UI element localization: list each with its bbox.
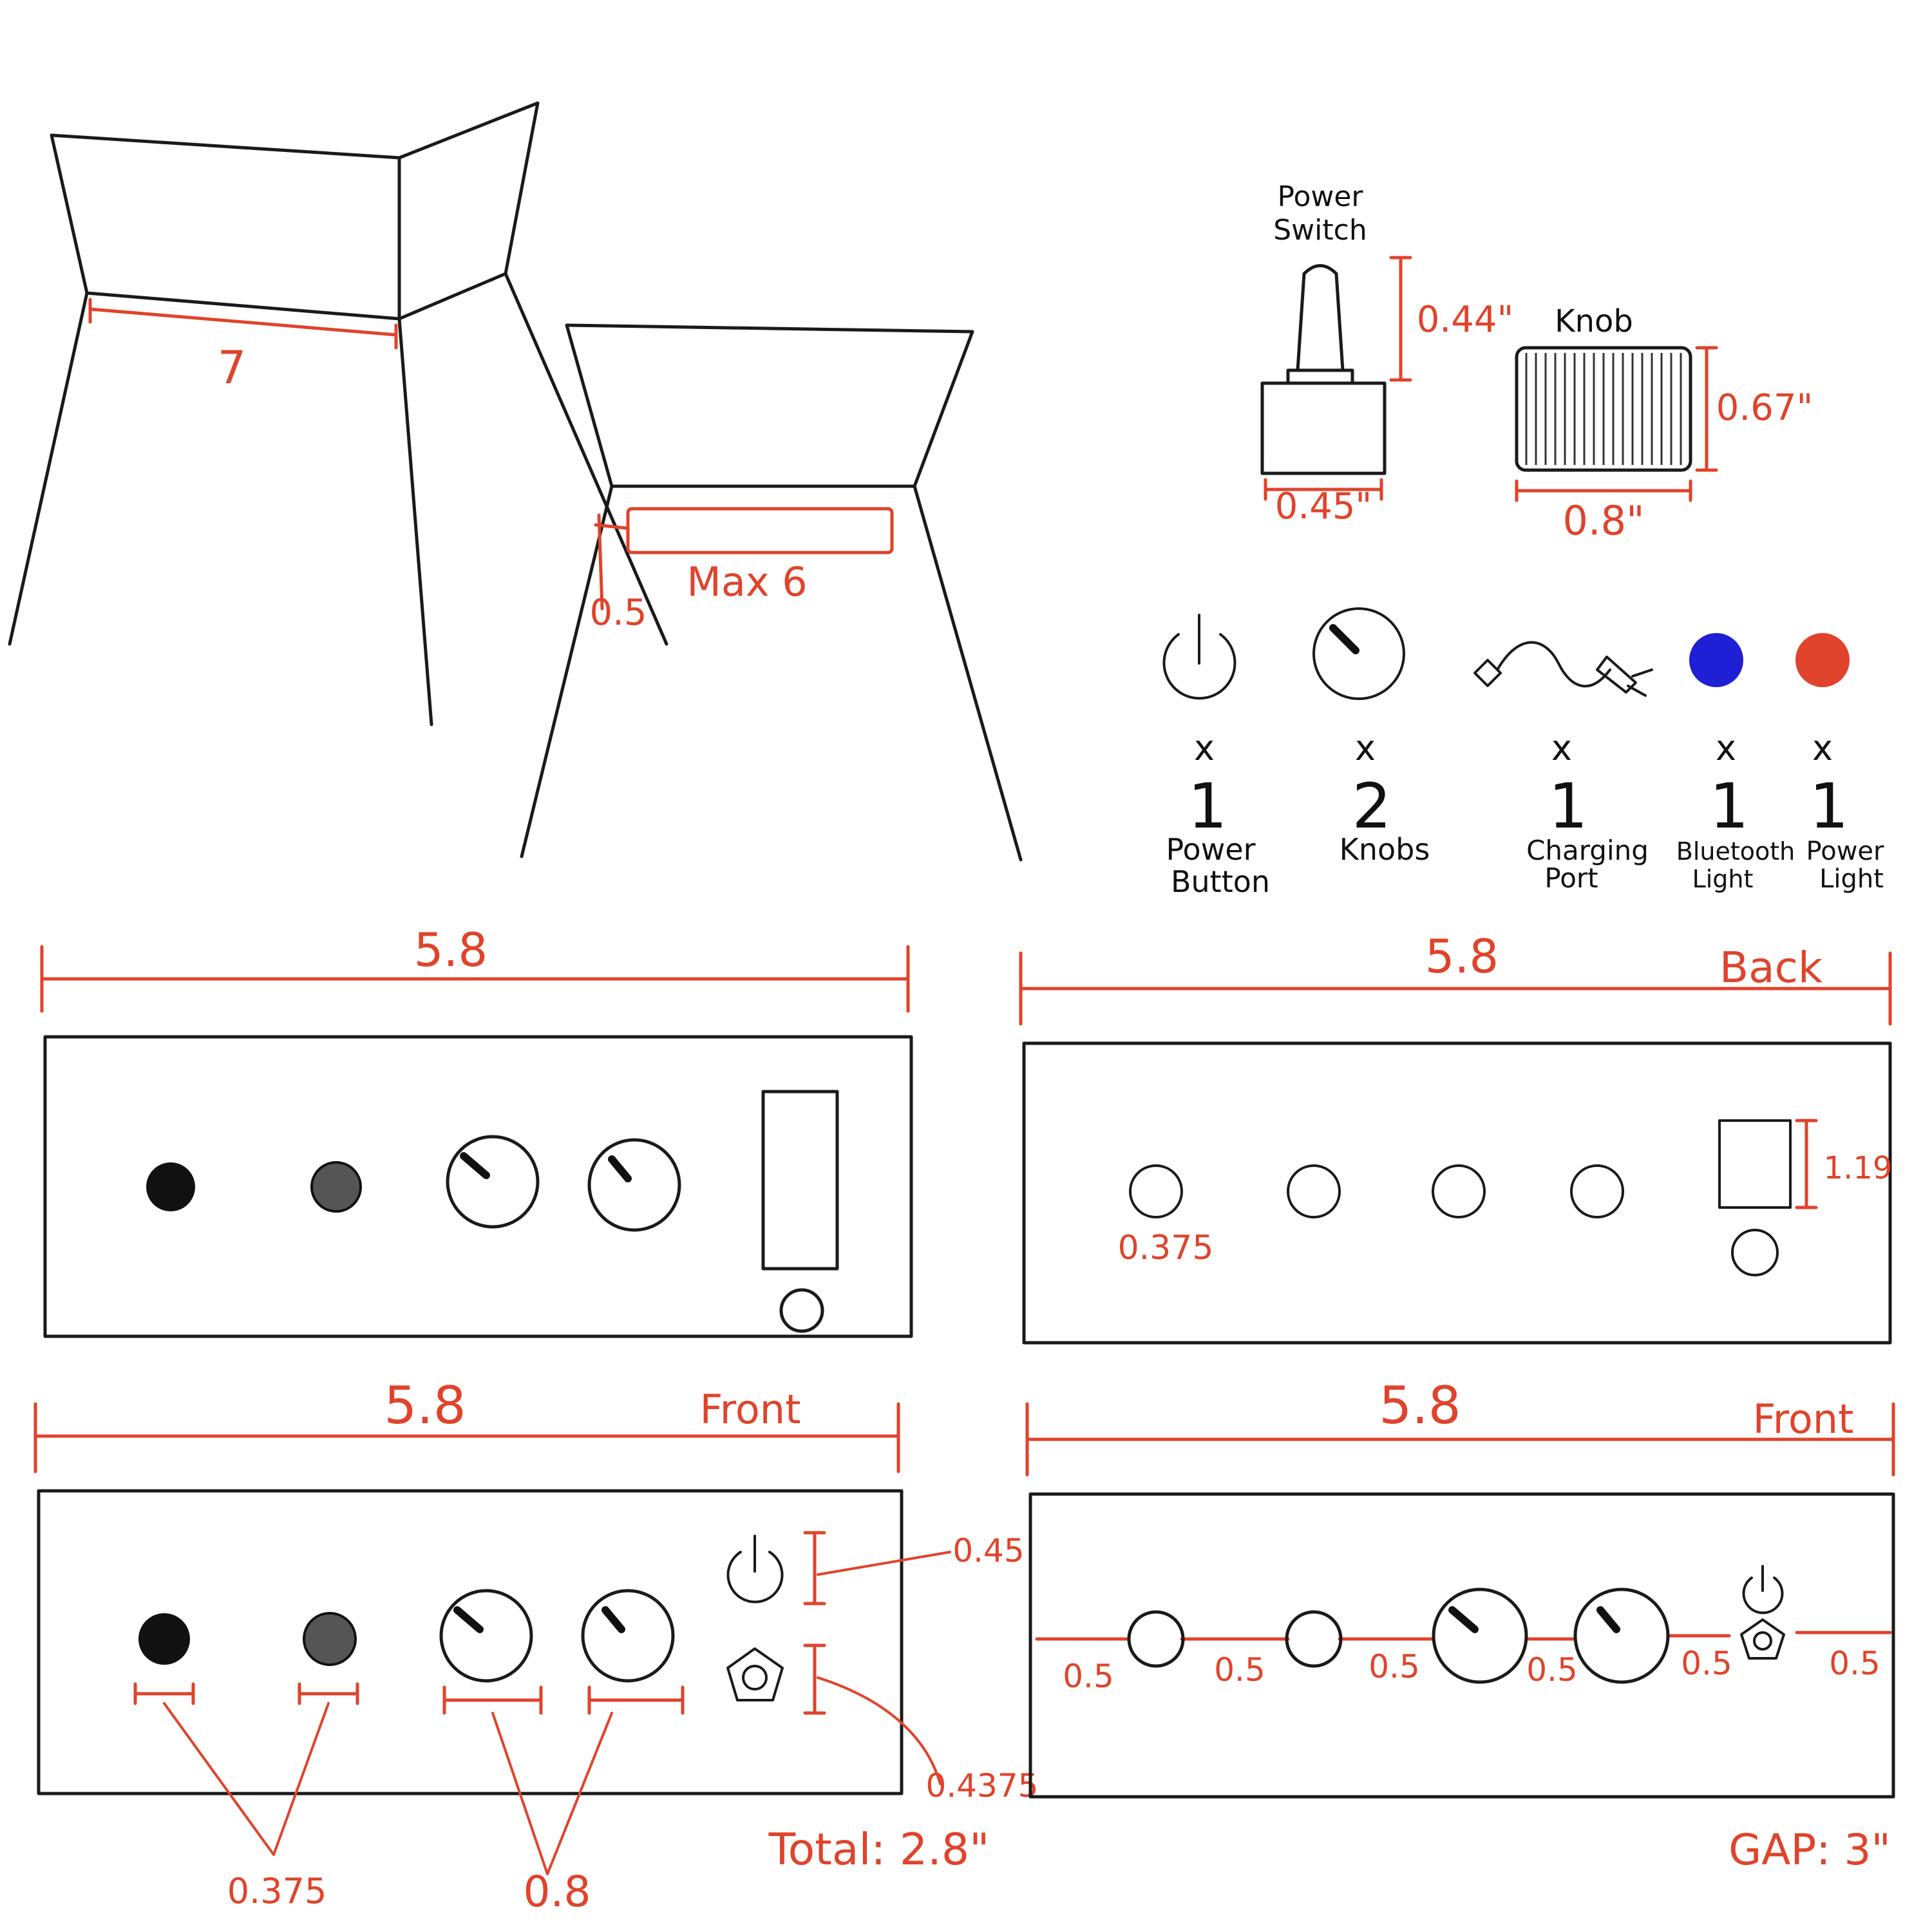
panel-side-label: Front <box>700 1386 801 1433</box>
enclosure-sketch-left: 7 <box>8 101 668 726</box>
panel-width-label: 5.8 <box>414 923 488 977</box>
gap-label: 0.5 <box>1368 1648 1420 1685</box>
hole <box>1129 1164 1183 1218</box>
panel-outline <box>1022 1041 1892 1345</box>
knob-height-label: 0.67" <box>1716 387 1813 429</box>
knob-hole <box>587 1138 681 1232</box>
part-qty: 2 <box>1352 770 1391 842</box>
jack-nut <box>726 1647 784 1701</box>
part-label: Power <box>1166 832 1255 867</box>
part-qty: 1 <box>1548 770 1587 842</box>
knob-hole <box>446 1135 540 1229</box>
part-qty: 1 <box>1188 770 1227 842</box>
charging-port-hole <box>138 1613 190 1665</box>
panel-outline <box>1028 1492 1895 1799</box>
part-label: Charging <box>1526 835 1649 866</box>
part-label: Button <box>1171 864 1270 899</box>
power-button-symbol <box>1742 1565 1784 1615</box>
panel-bottom-right: 5.8 Front 0.5 0.5 0.5 0.5 0.5 0.5 GAP: 3… <box>1025 1376 1895 1875</box>
part-qty: 1 <box>1709 770 1748 842</box>
part-label: Port <box>1544 862 1598 894</box>
switch-height-label: 0.44" <box>1417 299 1513 341</box>
gap-label: 0.5 <box>1829 1645 1880 1682</box>
knob-hole <box>581 1589 675 1683</box>
part-multiplier: x <box>1716 728 1736 768</box>
part-label: Light <box>1692 865 1754 893</box>
knob-width-label: 0.8" <box>1562 497 1644 544</box>
power-light-hole <box>779 1288 824 1333</box>
enclosure-sketch-front: Max 6 0.5 <box>520 323 1023 862</box>
panel-top-right: 5.8 Back 1.19 0.375 <box>1019 929 1893 1345</box>
red-light-icon <box>1795 633 1850 687</box>
part-label: Light <box>1819 864 1884 894</box>
part-label: Power <box>1806 837 1884 866</box>
panel-outline <box>43 1035 913 1338</box>
knob-width-label: 0.8 <box>524 1867 591 1917</box>
charging-port-hole <box>1127 1610 1185 1668</box>
panel-width-label: 5.8 <box>384 1376 466 1435</box>
hole-diameter-label: 0.375 <box>1118 1229 1214 1267</box>
part-multiplier: x <box>1194 728 1215 768</box>
switch-body <box>1260 381 1387 475</box>
knob-hole <box>1573 1587 1670 1684</box>
width-dimension <box>88 298 398 350</box>
gap-label: 0.5 <box>1214 1651 1265 1689</box>
part-multiplier: x <box>1551 728 1572 768</box>
gap-label: 0.5 <box>1526 1651 1578 1689</box>
total-label: Total: 2.8" <box>768 1824 990 1875</box>
plug-icon <box>1473 641 1653 697</box>
gap-total-label: GAP: 3" <box>1728 1825 1891 1875</box>
hole <box>1287 1164 1341 1218</box>
part-qty: 1 <box>1809 770 1848 842</box>
knob-diagram: Knob 0.67" 0.8" <box>1515 303 1813 544</box>
panel-side-label: Back <box>1719 943 1823 992</box>
panel-top-left: 5.8 <box>40 923 913 1338</box>
part-label: Knobs <box>1340 832 1430 867</box>
bluetooth-light-hole <box>310 1161 362 1213</box>
panel-width-label: 5.8 <box>1425 929 1499 983</box>
part-multiplier: x <box>1355 728 1376 768</box>
panel-bottom-left: 5.8 Front 0.45 0.4375 0.375 0.8 To <box>33 1376 1039 1917</box>
switch-height-label: 1.19 <box>1824 1150 1893 1186</box>
power-switch-diagram: Power Switch 0.44" 0.45" <box>1260 180 1513 527</box>
knob-title: Knob <box>1555 303 1633 339</box>
switch-cutout <box>1718 1119 1792 1209</box>
bluetooth-light-hole <box>303 1612 357 1666</box>
blue-light-icon <box>1689 633 1743 687</box>
jack-nut <box>1740 1618 1785 1660</box>
hole <box>1570 1164 1624 1218</box>
power-icon <box>1162 614 1236 700</box>
gap-label: 0.5 <box>1063 1658 1114 1695</box>
knob-icon <box>1312 607 1405 700</box>
switch-width-label: 0.45" <box>1275 486 1372 527</box>
knob-hole <box>439 1589 533 1683</box>
slot-outline <box>626 507 894 554</box>
hole <box>1432 1164 1486 1218</box>
toggle-lever <box>1296 264 1345 372</box>
part-label: Bluetooth <box>1676 837 1795 866</box>
slot-max-label: Max 6 <box>687 558 807 605</box>
power-switch-title-1: Power <box>1277 180 1363 213</box>
part-multiplier: x <box>1812 728 1833 768</box>
gap-label: 0.5 <box>1681 1645 1732 1682</box>
width-label: 7 <box>218 341 247 394</box>
power-switch-title-2: Switch <box>1273 214 1367 247</box>
charging-port-hole <box>146 1162 195 1211</box>
panel-outline <box>37 1489 904 1795</box>
parts-list: x x x x x 1 2 1 1 1 Power Button Knobs C… <box>1162 607 1884 899</box>
slot-offset-label: 0.5 <box>589 592 647 634</box>
bluetooth-light-hole <box>1285 1610 1343 1668</box>
panel-side-label: Front <box>1753 1396 1854 1443</box>
hole <box>1731 1229 1779 1276</box>
power-height-label: 0.45 <box>952 1532 1024 1569</box>
knob-body <box>1515 346 1692 472</box>
small-hole-width-label: 0.375 <box>227 1871 327 1911</box>
panel-width-label: 5.8 <box>1379 1376 1461 1435</box>
knob-hole <box>1432 1587 1528 1684</box>
power-button-symbol <box>726 1535 784 1604</box>
jack-height-label: 0.4375 <box>926 1767 1039 1804</box>
battery-slot <box>761 1090 839 1271</box>
